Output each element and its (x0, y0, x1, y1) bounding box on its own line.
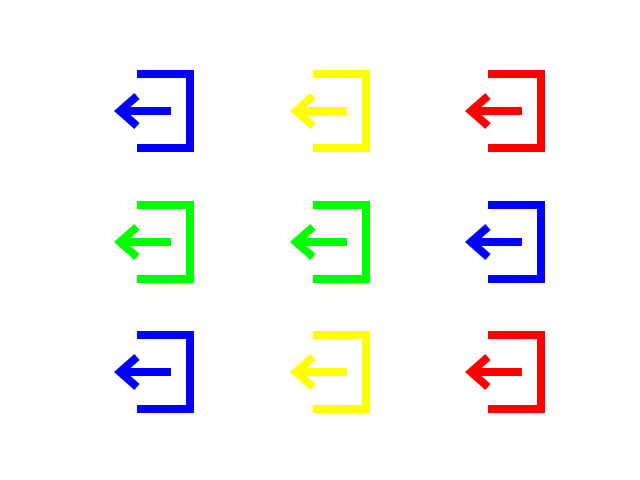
logout-icon (455, 323, 555, 423)
logout-icon (104, 323, 204, 423)
logout-icon (455, 193, 555, 293)
logout-icon (455, 62, 555, 162)
logout-icon (104, 62, 204, 162)
logout-icon (280, 62, 380, 162)
logout-icon (104, 193, 204, 293)
logout-icon (280, 323, 380, 423)
logout-icon (280, 193, 380, 293)
